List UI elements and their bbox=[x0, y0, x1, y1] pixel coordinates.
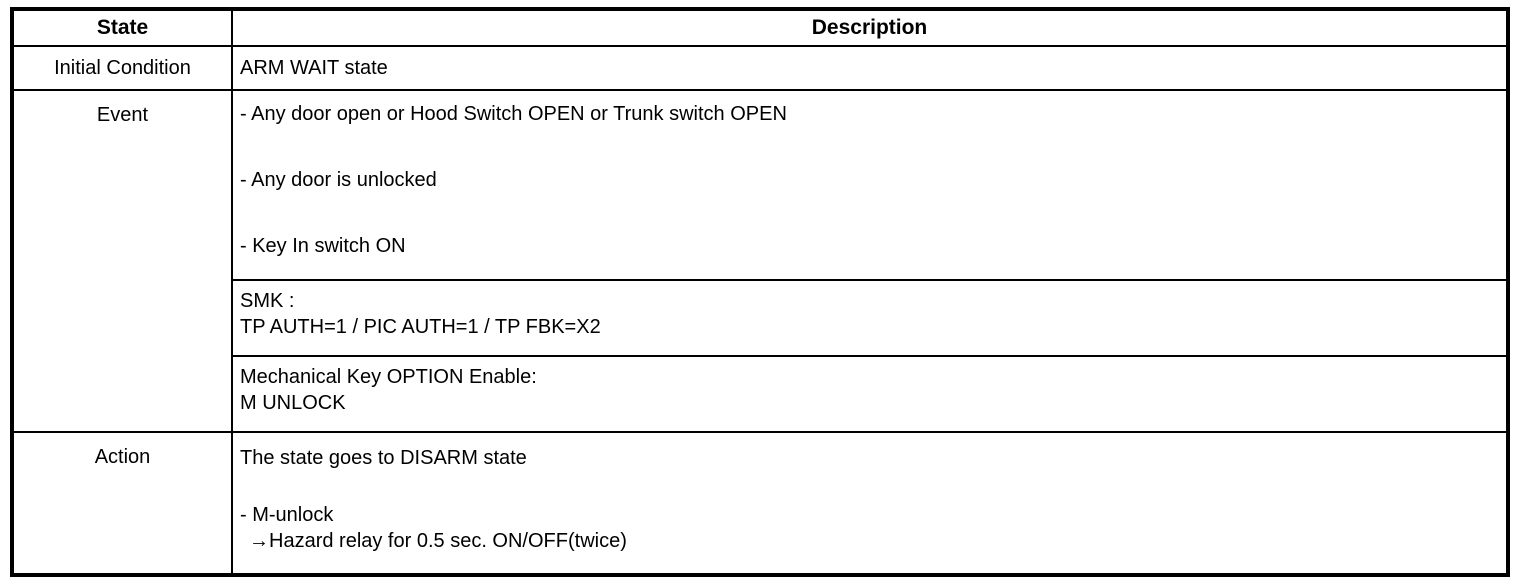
event-label: Event bbox=[11, 89, 233, 433]
header-state-cell: State bbox=[11, 8, 233, 47]
header-description-cell: Description bbox=[231, 8, 1509, 47]
event-condition-line: - Any door open or Hood Switch OPEN or T… bbox=[240, 103, 787, 125]
action-cell: The state goes to DISARM state - M-unloc… bbox=[231, 431, 1509, 576]
event-smk-cell: SMK : TP AUTH=1 / PIC AUTH=1 / TP FBK=X2 bbox=[231, 279, 1509, 357]
event-condition-line: - Any door is unlocked bbox=[240, 169, 437, 191]
mechanical-key-line: Mechanical Key OPTION Enable: bbox=[240, 366, 537, 388]
row-action: Action The state goes to DISARM state - … bbox=[11, 431, 1509, 576]
event-condition-line: - Key In switch ON bbox=[240, 235, 406, 257]
state-description-table: State Description Initial Condition ARM … bbox=[10, 7, 1510, 577]
row-event-mechanical-key: Mechanical Key OPTION Enable: M UNLOCK bbox=[12, 355, 1509, 433]
smk-line: SMK : bbox=[240, 290, 295, 312]
row-event-smk: SMK : TP AUTH=1 / PIC AUTH=1 / TP FBK=X2 bbox=[12, 279, 1509, 357]
row-initial-condition: Initial Condition ARM WAIT state bbox=[11, 45, 1509, 91]
header-row: State Description bbox=[11, 8, 1509, 47]
event-conditions-cell: - Any door open or Hood Switch OPEN or T… bbox=[231, 89, 1509, 281]
row-event: Event - Any door open or Hood Switch OPE… bbox=[11, 89, 1509, 433]
initial-condition-value: ARM WAIT state bbox=[231, 45, 1509, 91]
initial-condition-label: Initial Condition bbox=[11, 45, 233, 91]
smk-line: TP AUTH=1 / PIC AUTH=1 / TP FBK=X2 bbox=[240, 316, 601, 338]
action-line: The state goes to DISARM state bbox=[240, 447, 527, 469]
mechanical-key-line: M UNLOCK bbox=[240, 392, 346, 414]
action-line: - M-unlock bbox=[240, 504, 334, 526]
action-line: →Hazard relay for 0.5 sec. ON/OFF(twice) bbox=[249, 530, 627, 552]
event-mechanical-key-cell: Mechanical Key OPTION Enable: M UNLOCK bbox=[231, 355, 1509, 433]
action-label: Action bbox=[11, 431, 233, 576]
